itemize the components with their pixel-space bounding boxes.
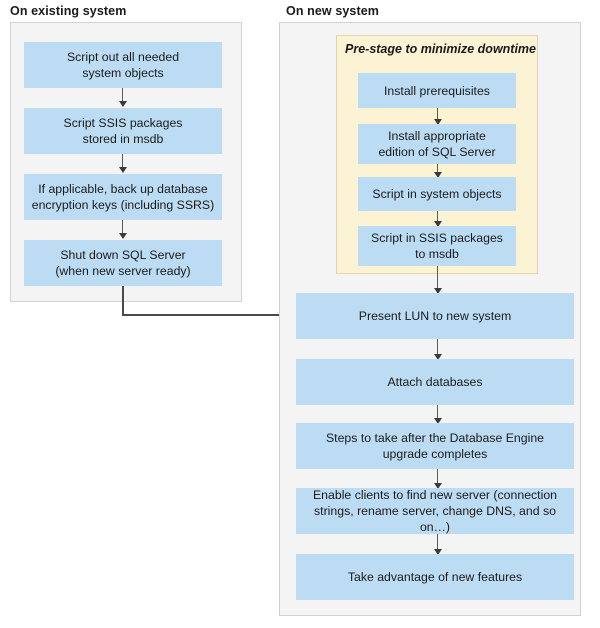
node-script-in-system-objects[interactable]: Script in system objects (358, 177, 516, 211)
node-script-in-ssis-packages[interactable]: Script in SSIS packages to msdb (358, 226, 516, 266)
node-install-sql-server-edition[interactable]: Install appropriate edition of SQL Serve… (358, 124, 516, 164)
node-line-1: Present LUN to new system (358, 309, 512, 323)
arrow-right-3 (433, 469, 442, 489)
node-line-2: encryption keys (including SSRS) (31, 198, 215, 212)
node-line-1: Install appropriate (388, 129, 486, 143)
arrow-right-1 (433, 339, 442, 360)
node-line-1: If applicable, back up database (38, 182, 208, 196)
node-steps-after-upgrade[interactable]: Steps to take after the Database Engine … (296, 423, 574, 469)
node-line-2: stored in msdb (82, 132, 164, 146)
node-line-2: edition of SQL Server (378, 145, 496, 159)
node-line-1: Shut down SQL Server (60, 248, 186, 262)
arrow-prestage-exit (433, 266, 442, 294)
arrow-right-4 (433, 534, 442, 555)
node-enable-clients-find-server[interactable]: Enable clients to find new server (conne… (296, 488, 574, 534)
node-take-advantage-new-features[interactable]: Take advantage of new features (296, 554, 574, 600)
right-panel-title: On new system (286, 4, 379, 18)
node-attach-databases[interactable]: Attach databases (296, 359, 574, 405)
node-line-2: system objects (82, 66, 164, 80)
node-line-1: Install prerequisites (384, 83, 490, 98)
node-line-1: Script in system objects (372, 187, 502, 201)
node-line-1: Take advantage of new features (347, 570, 523, 584)
node-shut-down-sql-server[interactable]: Shut down SQL Server (when new server re… (24, 240, 222, 286)
connector-vertical-segment (122, 286, 124, 315)
node-line-1: Enable clients to find new server (conne… (312, 488, 558, 502)
arrow-prestage-2 (433, 164, 442, 178)
left-panel-title: On existing system (10, 4, 127, 18)
node-line-1: Steps to take after the Database Engine (325, 431, 545, 445)
node-line-1: Script SSIS packages (63, 116, 183, 130)
arrow-prestage-1 (433, 108, 442, 125)
node-line-1: Attach databases (387, 375, 483, 389)
arrow-right-2 (433, 405, 442, 424)
node-install-prerequisites[interactable]: Install prerequisites (358, 73, 516, 108)
node-line-1: Script out all needed (66, 50, 180, 64)
node-back-up-encryption-keys[interactable]: If applicable, back up database encrypti… (24, 174, 222, 220)
prestage-title: Pre-stage to minimize downtime (345, 42, 537, 56)
node-line-2: (when new server ready) (55, 264, 191, 278)
node-present-lun[interactable]: Present LUN to new system (296, 293, 574, 339)
connector-horizontal-segment (122, 314, 288, 316)
node-script-out-system-objects[interactable]: Script out all needed system objects (24, 42, 222, 88)
arrow-left-2 (118, 154, 127, 173)
arrow-left-1 (118, 88, 127, 107)
arrow-left-3 (118, 220, 127, 239)
node-line-1: Script in SSIS packages (371, 231, 503, 245)
node-line-2: upgrade completes (382, 447, 488, 461)
node-line-2: to msdb (415, 247, 459, 261)
node-script-ssis-packages[interactable]: Script SSIS packages stored in msdb (24, 108, 222, 154)
arrow-prestage-3 (433, 211, 442, 227)
node-line-2: strings, rename server, change DNS, and … (314, 504, 556, 534)
